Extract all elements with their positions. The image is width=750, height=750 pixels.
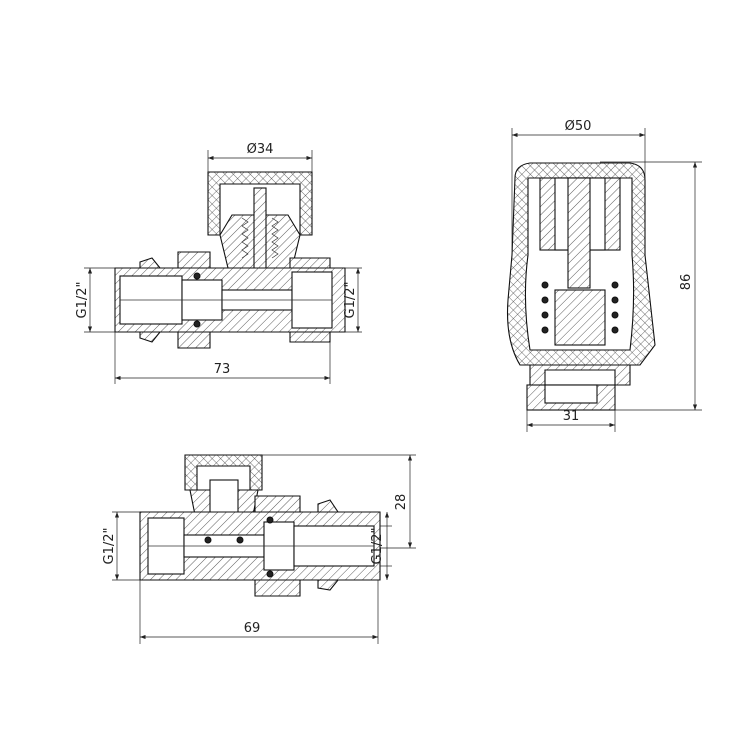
dimension-label: G1/2" [370,528,385,565]
dimension-thread-right: G1/2" [370,512,392,580]
dimension-label: 73 [214,362,231,377]
dimension-label: 28 [394,494,409,511]
dimension-label: 86 [679,274,694,291]
dimension-label: Ø34 [247,142,274,157]
dimension-length-69: 69 [139,580,379,644]
dimension-width-31: 31 [526,409,616,432]
dimension-thread-left: G1/2" [75,267,115,333]
dimension-height-86: 86 [600,161,702,411]
dimension-diameter-34: Ø34 [207,142,313,172]
dimension-label: G1/2" [75,282,90,319]
dimension-label: Ø50 [565,119,592,134]
dimension-diameter-50: Ø50 [511,119,646,250]
cap [184,454,263,491]
dimension-label: G1/2" [343,282,358,319]
cap-housing [207,171,313,236]
thermostatic-head-section-view: Ø50 86 31 [507,119,702,432]
dimension-label: G1/2" [102,528,117,565]
plunger [567,177,591,289]
dimension-thread-left: G1/2" [102,511,140,581]
dimension-label: 69 [244,621,261,636]
dimension-thread-right: G1/2" [343,267,362,333]
return-valve-section-view: 28 G1/2" G1/2" 69 [102,454,416,644]
spring [241,217,279,259]
dimension-length-73: 73 [114,332,331,384]
straight-valve-section-view: Ø34 G1/2" G1/2" 73 [75,142,362,384]
spring [541,281,619,334]
dimension-label: 31 [563,409,580,424]
